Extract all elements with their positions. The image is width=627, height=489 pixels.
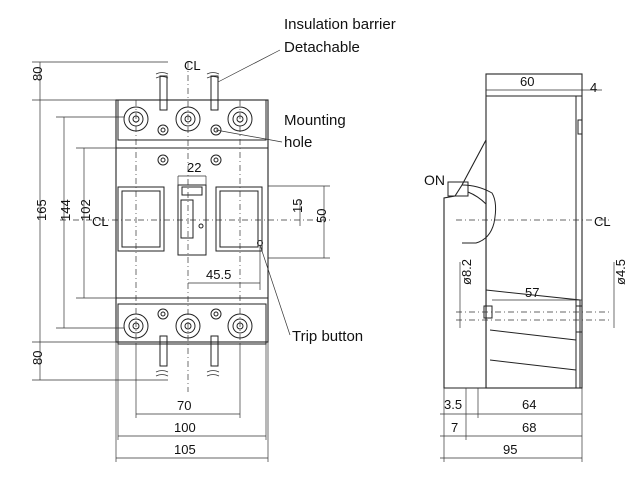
dim-15: 15 bbox=[290, 199, 305, 213]
front-view bbox=[32, 49, 330, 462]
bottom-terminal-block bbox=[117, 303, 267, 345]
dim-45-5: 45.5 bbox=[206, 267, 231, 282]
side-back-plate bbox=[485, 73, 583, 389]
right-window bbox=[215, 186, 263, 252]
centerline-mark-top: CL bbox=[184, 58, 201, 73]
dim-4-5: ø4.5 bbox=[613, 259, 627, 285]
dim-4: 4 bbox=[590, 80, 597, 95]
dim-3-5: 3.5 bbox=[444, 397, 462, 412]
dim-50: 50 bbox=[314, 209, 329, 223]
top-terminal-block bbox=[117, 99, 267, 141]
centerline-mark-side: CL bbox=[594, 214, 611, 229]
label-insulation-barrier: Insulation barrier bbox=[284, 16, 396, 33]
dim-80-top: 80 bbox=[30, 67, 45, 81]
dim-95: 95 bbox=[503, 442, 517, 457]
label-detachable: Detachable bbox=[284, 39, 360, 56]
dim-144: 144 bbox=[58, 199, 73, 221]
dim-100: 100 bbox=[174, 420, 196, 435]
centerline-mark-left: CL bbox=[92, 214, 109, 229]
side-view bbox=[440, 73, 615, 462]
label-mounting: Mounting bbox=[284, 112, 346, 129]
breaker-body bbox=[115, 99, 269, 343]
dim-68: 68 bbox=[522, 420, 536, 435]
label-hole: hole bbox=[284, 134, 312, 151]
dim-165: 165 bbox=[34, 199, 49, 221]
dim-60: 60 bbox=[520, 74, 534, 89]
center-frame bbox=[115, 147, 269, 299]
dim-70: 70 bbox=[177, 398, 191, 413]
label-on: ON bbox=[424, 172, 445, 188]
dim-102: 102 bbox=[78, 199, 93, 221]
dim-64: 64 bbox=[522, 397, 536, 412]
dim-80-bottom: 80 bbox=[30, 351, 45, 365]
on-handle bbox=[447, 181, 469, 197]
label-trip-button: Trip button bbox=[292, 328, 363, 345]
dim-22: 22 bbox=[187, 160, 201, 175]
mounting-holes bbox=[157, 154, 222, 166]
side-cover bbox=[443, 139, 487, 389]
dim-105: 105 bbox=[174, 442, 196, 457]
left-window bbox=[117, 186, 165, 252]
dim-8-2: ø8.2 bbox=[459, 259, 474, 285]
dim-57: 57 bbox=[525, 285, 539, 300]
dim-7: 7 bbox=[451, 420, 458, 435]
